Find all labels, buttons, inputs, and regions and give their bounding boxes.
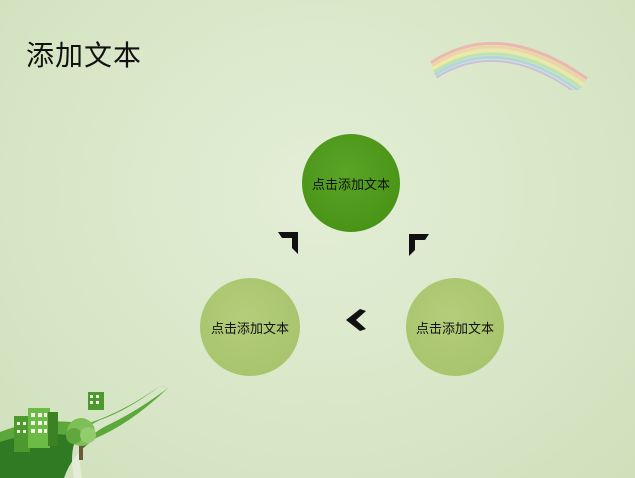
green-city-road-icon: [0, 386, 168, 478]
cycle-node-left-label: 点击添加文本: [210, 321, 289, 337]
cycle-node-top[interactable]: 点击添加文本: [302, 134, 400, 232]
cycle-node-right[interactable]: 点击添加文本: [406, 278, 504, 376]
arrow-left-to-top: [278, 232, 298, 254]
cycle-node-top-label: 点击添加文本: [311, 177, 390, 193]
cycle-node-right-label: 点击添加文本: [415, 321, 494, 337]
rainbow-icon: [430, 41, 588, 90]
cycle-node-left[interactable]: 点击添加文本: [200, 278, 300, 376]
slide-title[interactable]: 添加文本: [26, 39, 143, 72]
arrow-right-to-left: [346, 309, 366, 331]
arrow-top-to-right: [409, 234, 429, 256]
